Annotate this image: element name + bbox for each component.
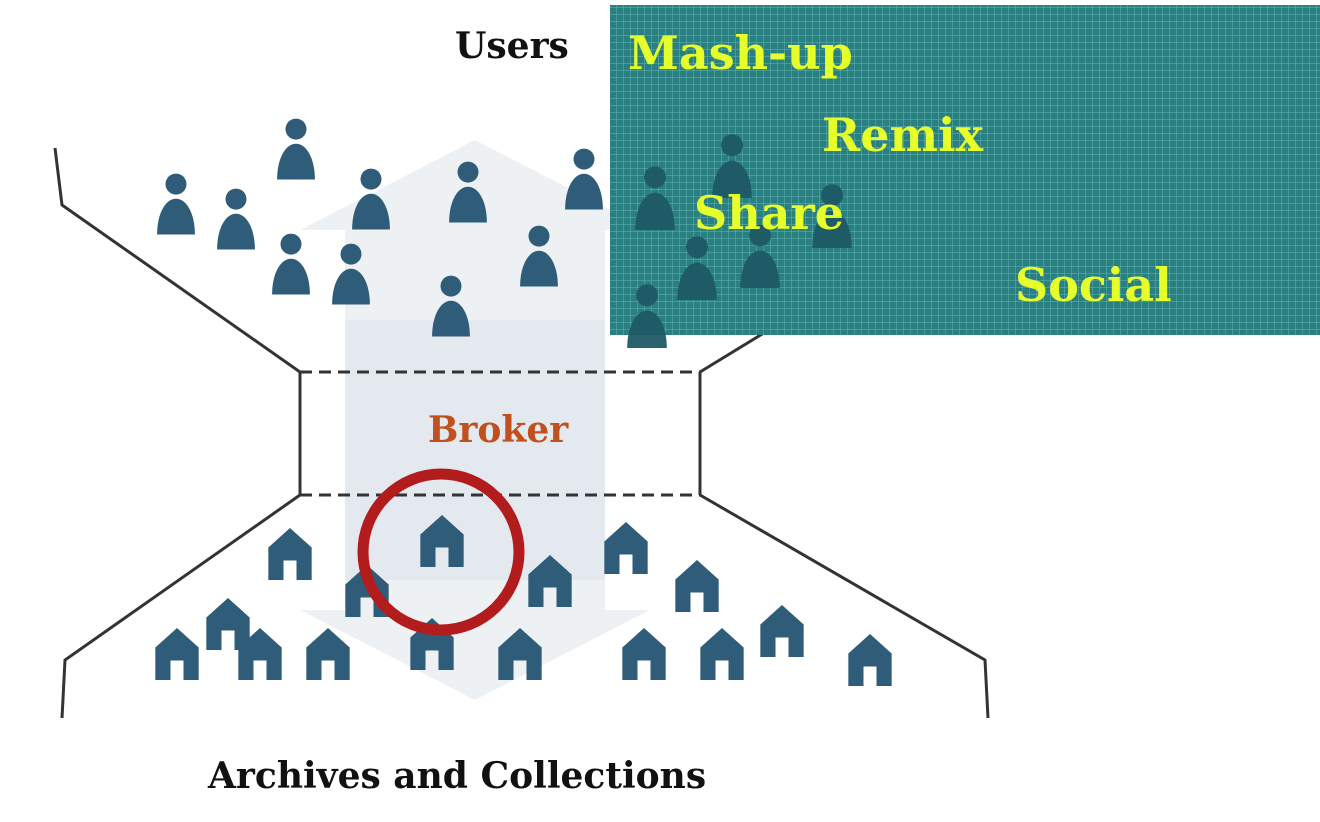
house-icon: [604, 522, 648, 574]
broker-band: [345, 320, 605, 580]
user-icon: [565, 148, 603, 210]
house-icon: [848, 634, 892, 686]
user-icon: [217, 188, 255, 250]
house-icon: [306, 628, 350, 680]
user-icon: [157, 173, 195, 235]
house-icon: [760, 605, 804, 657]
house-icon: [622, 628, 666, 680]
broker-label: Broker: [428, 409, 569, 451]
highlight-circle: [357, 468, 525, 636]
house-icon: [268, 528, 312, 580]
users-label: Users: [455, 25, 569, 67]
funnel-lower-left: [60, 493, 301, 719]
user-icon: [272, 233, 310, 295]
funnel-lower-right: [699, 493, 990, 719]
overlay-word-mashup: Mash-up: [628, 26, 853, 80]
archives-label: Archives and Collections: [208, 755, 707, 797]
house-icon: [155, 628, 199, 680]
user-icon: [277, 118, 315, 180]
overlay-word-share: Share: [694, 186, 844, 240]
social-overlay-panel: [610, 5, 1320, 348]
house-icon: [700, 628, 744, 680]
house-icon: [675, 560, 719, 612]
overlay-word-remix: Remix: [822, 108, 984, 162]
funnel-upper-left: [53, 147, 301, 374]
house-icon: [206, 598, 250, 650]
overlay-word-social: Social: [1015, 258, 1172, 312]
arrow-up-shape: [300, 140, 650, 320]
